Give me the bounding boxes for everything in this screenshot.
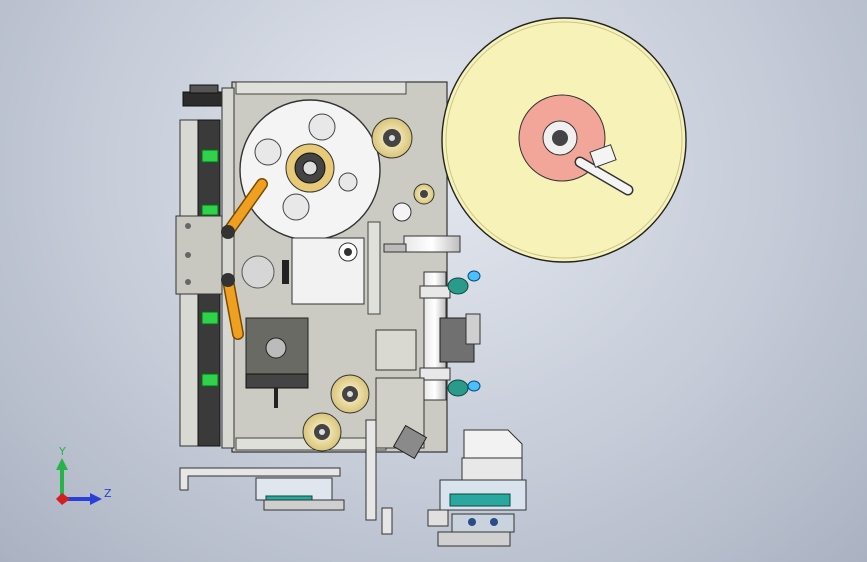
label-roll[interactable] bbox=[441, 17, 687, 263]
roller-small bbox=[392, 183, 435, 222]
tension-arm-upper[interactable] bbox=[221, 178, 268, 239]
y-axis-label: Y bbox=[58, 445, 66, 458]
pneumatic-fitting-lower bbox=[447, 379, 481, 397]
x-axis-indicator-icon bbox=[56, 493, 70, 505]
base-bracket bbox=[179, 419, 428, 535]
guide-block bbox=[241, 221, 381, 315]
pneumatic-fitting-upper bbox=[447, 270, 481, 295]
slide-cylinder-right bbox=[427, 479, 527, 547]
z-arrowhead-icon bbox=[90, 493, 102, 505]
rewind-wheel[interactable] bbox=[239, 99, 381, 241]
roller-top bbox=[371, 117, 413, 159]
peeler-assembly bbox=[375, 235, 481, 449]
roller-bottom bbox=[302, 412, 342, 452]
stepper-motor bbox=[245, 317, 309, 408]
roller-lower bbox=[330, 374, 370, 414]
slide-cylinder-left bbox=[255, 477, 345, 511]
coordinate-triad: Y Z bbox=[56, 445, 112, 505]
left-rail-assembly bbox=[175, 84, 225, 447]
y-arrowhead-icon bbox=[56, 458, 68, 470]
label-sensor-box bbox=[461, 429, 523, 481]
z-axis-label: Z bbox=[104, 487, 112, 500]
tension-arm-lower[interactable] bbox=[221, 273, 244, 340]
